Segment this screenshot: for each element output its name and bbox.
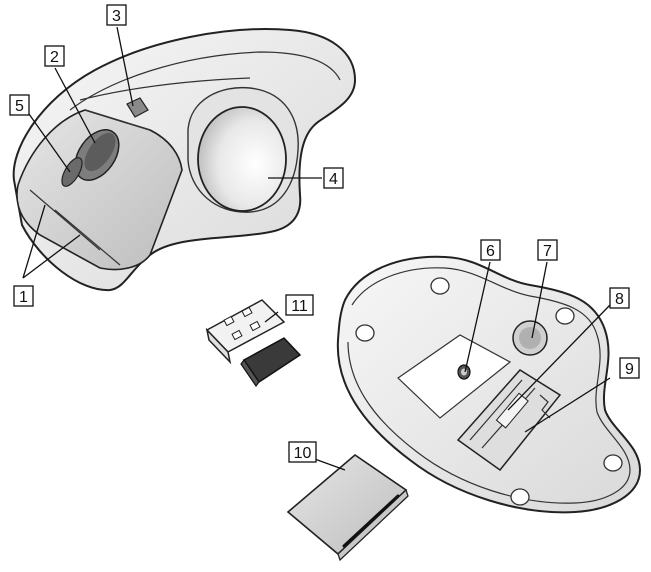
mouse-bottom-view (286, 255, 642, 562)
usb-receiver (205, 299, 302, 388)
callout-10: 10 (288, 441, 317, 463)
callout-label: 4 (329, 171, 338, 188)
trackball-ball (197, 106, 287, 212)
mouse-top-view (12, 28, 357, 292)
callout-8: 8 (609, 287, 630, 309)
callout-label: 6 (486, 243, 495, 260)
foot-pad (430, 277, 450, 295)
foot-pad (603, 454, 623, 472)
foot-pad (555, 307, 575, 325)
side-button-5 (61, 157, 83, 187)
leader-lines (22, 26, 611, 471)
label-area (397, 334, 512, 419)
callout-label: 1 (19, 289, 28, 306)
callout-label: 9 (625, 361, 634, 378)
callout-5: 5 (9, 94, 30, 116)
foot-pad (510, 488, 530, 506)
callout-3: 3 (106, 4, 127, 26)
callout-label: 10 (294, 445, 312, 462)
callout-label: 11 (291, 298, 308, 315)
callout-4: 4 (323, 167, 344, 189)
callout-label: 2 (50, 49, 59, 66)
callout-label: 3 (112, 8, 121, 25)
callout-6: 6 (480, 239, 501, 261)
callout-label: 7 (543, 243, 552, 260)
callout-label: 8 (615, 291, 624, 308)
callout-2: 2 (44, 45, 65, 67)
callout-1: 1 (13, 285, 34, 307)
callout-9: 9 (619, 357, 640, 379)
foot-pad (355, 324, 375, 342)
left-right-buttons (16, 109, 183, 271)
callout-label: 5 (15, 98, 24, 115)
callout-7: 7 (537, 239, 558, 261)
callout-11: 11 (285, 294, 314, 316)
